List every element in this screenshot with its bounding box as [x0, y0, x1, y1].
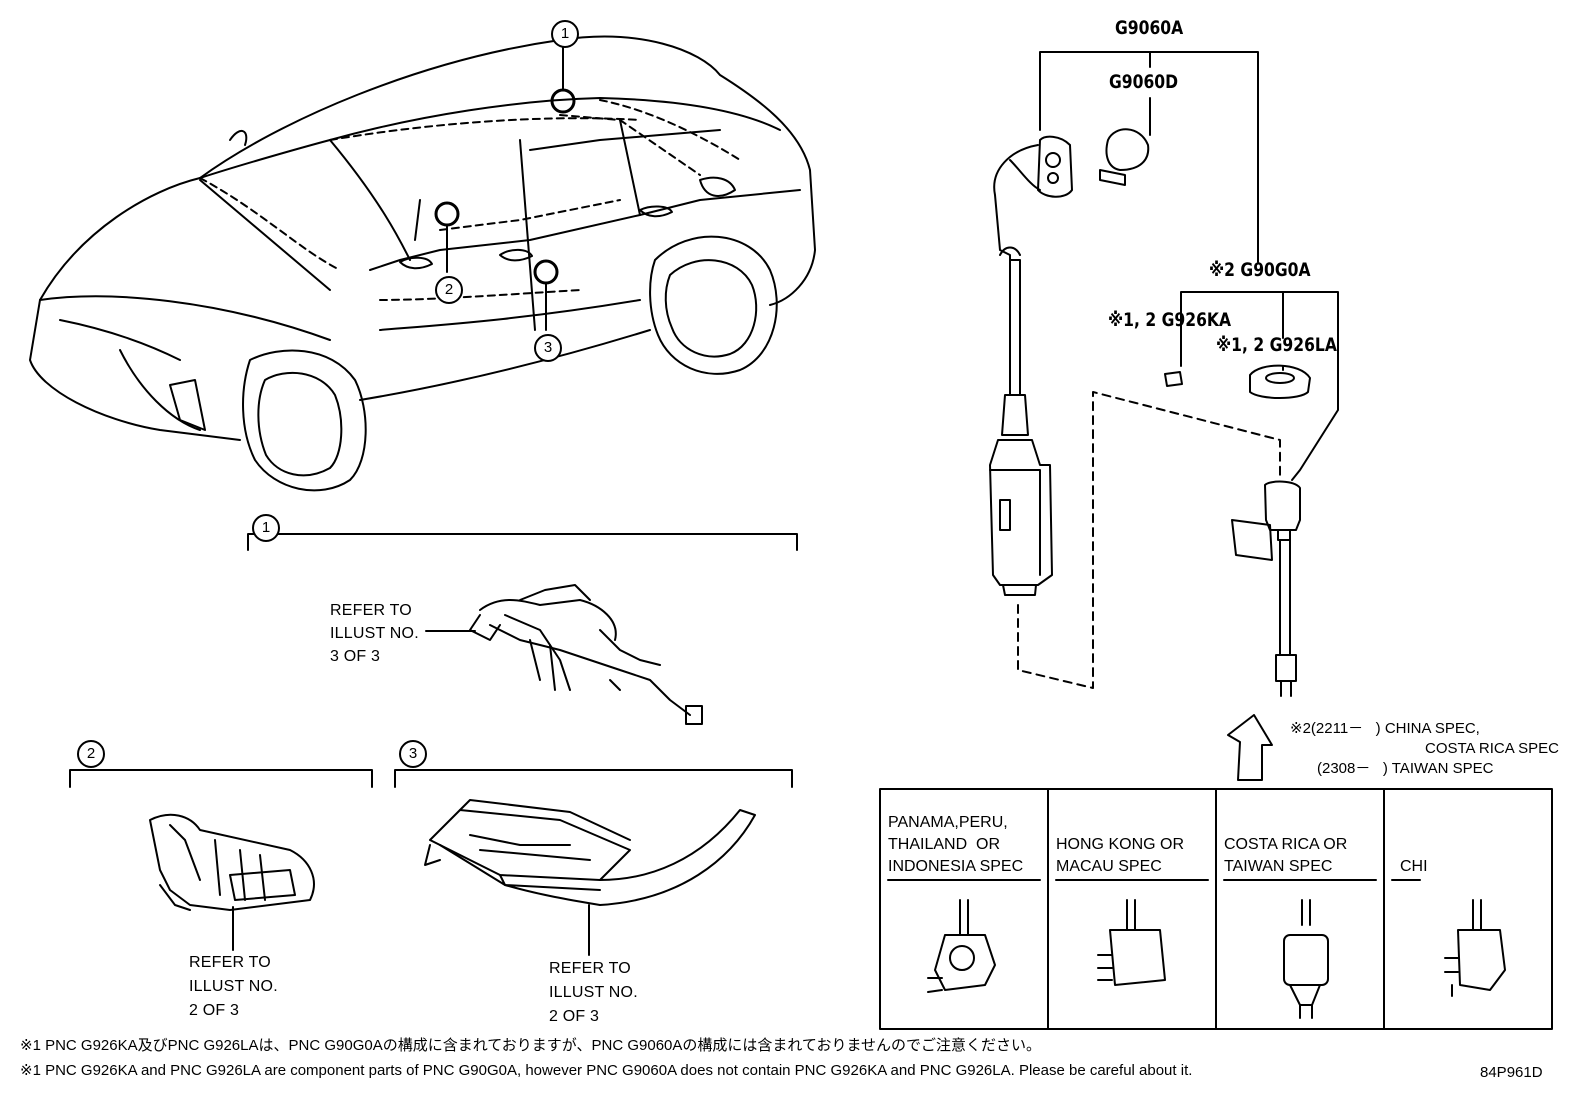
harness-illustration-1: [469, 584, 703, 725]
spec-col-china: CHI: [1400, 858, 1428, 875]
charge-cable-illustration: [989, 128, 1311, 697]
spec-note-line1: ※2(2211－ ) CHINA SPEC,: [1290, 720, 1480, 737]
part-number-g90g0a: ※2 G90G0A: [1209, 259, 1311, 281]
refer-1-line2: ILLUST NO.: [330, 625, 419, 642]
vehicle-illustration: [29, 35, 816, 492]
callout-3-bracket: 3: [399, 740, 427, 768]
spec-col-panama: PANAMA,PERU, THAILAND OR INDONESIA SPEC: [888, 814, 1024, 875]
refer-2-line1: REFER TO: [189, 954, 271, 971]
footnote-english: ※1 PNC G926KA and PNC G926LA are compone…: [20, 1062, 1193, 1079]
callout-2-bracket: 2: [77, 740, 105, 768]
plug-sketches: [927, 899, 1506, 1019]
callout-1-bracket: 1: [252, 514, 280, 542]
spec-col-costarica: COSTA RICA OR TAIWAN SPEC: [1224, 836, 1348, 875]
part-number-g9060a: G9060A: [1115, 17, 1184, 39]
refer-2-line2: ILLUST NO.: [189, 978, 278, 995]
part-number-g9060d: G9060D: [1109, 71, 1179, 93]
module-illustration-2: [149, 813, 315, 911]
part-number-g926la: ※1, 2 G926LA: [1216, 334, 1337, 356]
spec-col-hongkong: HONG KONG OR MACAU SPEC: [1056, 836, 1185, 875]
refer-1-line3: 3 OF 3: [330, 648, 381, 665]
callout-3-car: 3: [534, 334, 562, 362]
refer-3-line3: 2 OF 3: [549, 1008, 600, 1025]
refer-1-line1: REFER TO: [330, 602, 412, 619]
spec-note-line2: COSTA RICA SPEC: [1425, 740, 1559, 757]
footnote-japanese: ※1 PNC G926KA及びPNC G926LAは、PNC G90G0Aの構成…: [20, 1037, 1042, 1054]
spec-note-line3: (2308－ ) TAIWAN SPEC: [1317, 760, 1494, 777]
callout-1-car: 1: [551, 20, 579, 48]
illustration-code: 84P961D: [1480, 1064, 1543, 1081]
part-number-g926ka: ※1, 2 G926KA: [1108, 309, 1232, 331]
refer-3-line1: REFER TO: [549, 960, 631, 977]
refer-2-line3: 2 OF 3: [189, 1002, 240, 1019]
callout-2-car: 2: [435, 276, 463, 304]
refer-3-line2: ILLUST NO.: [549, 984, 638, 1001]
module-illustration-3: [424, 799, 756, 906]
